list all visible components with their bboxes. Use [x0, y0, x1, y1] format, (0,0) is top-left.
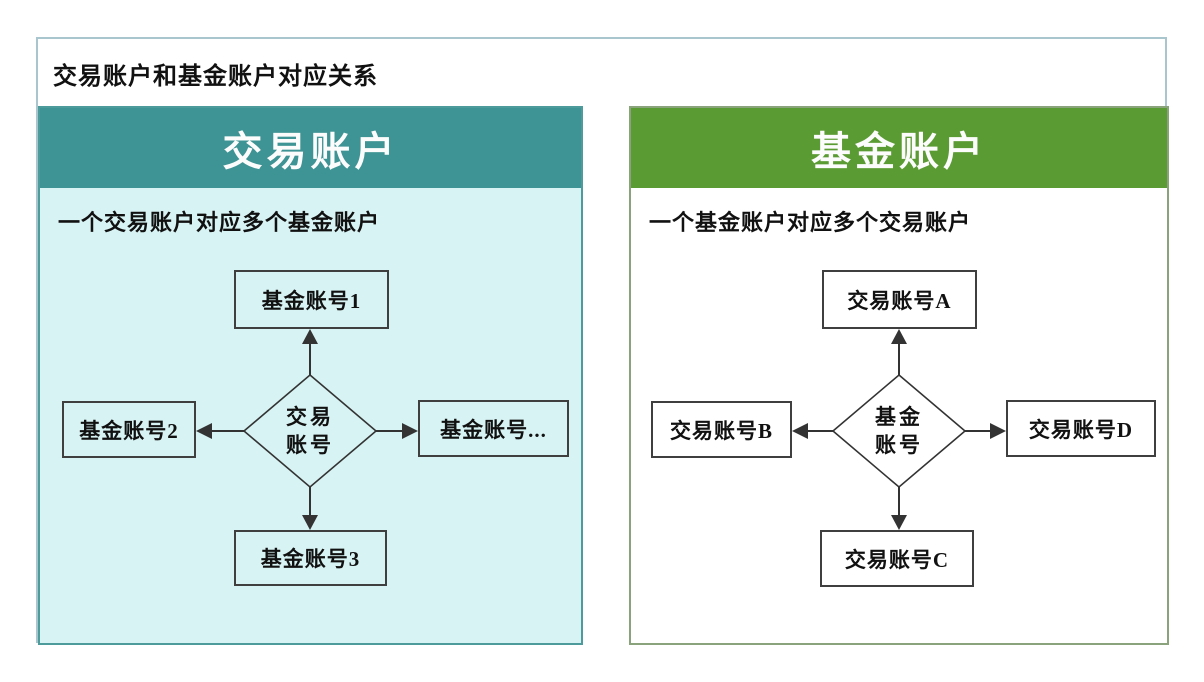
fund-panel-subtitle: 一个基金账户对应多个交易账户 — [649, 210, 972, 235]
fund-panel-header: 基金账户 — [631, 108, 1167, 188]
flow-node-fund-2: 基金账号2 — [62, 401, 196, 458]
trading-panel-title: 交易账户 — [222, 129, 399, 174]
flow-node-trade-b: 交易账号B — [651, 401, 792, 458]
panel-fund-account: 基金账户 一个基金账户对应多个交易账户 — [629, 106, 1169, 645]
flow-node-trade-c: 交易账号C — [820, 530, 974, 587]
trading-diamond-line1: 交易 — [286, 405, 334, 429]
fund-panel-title: 基金账户 — [811, 129, 987, 174]
flow-node-fund-1: 基金账号1 — [234, 270, 389, 329]
trading-panel-body: 一个交易账户对应多个基金账户 — [40, 188, 581, 643]
diagram-frame: 交易账户和基金账户对应关系 交易账户 一个交易账户对应多个基金账户 — [36, 37, 1169, 645]
trading-panel-subtitle: 一个交易账户对应多个基金账户 — [58, 210, 381, 235]
arrow-down — [891, 487, 907, 530]
flow-node-trade-a: 交易账号A — [822, 270, 977, 329]
arrow-left — [792, 423, 833, 439]
flow-node-trade-d: 交易账号D — [1006, 400, 1156, 457]
trading-diamond-line2: 账号 — [286, 433, 334, 457]
fund-diamond-line2: 账号 — [875, 433, 923, 457]
arrow-up — [302, 329, 318, 375]
fund-flowchart-connectors — [792, 329, 1006, 530]
fund-diamond-line1: 基金 — [875, 405, 923, 429]
fund-panel-body: 一个基金账户对应多个交易账户 — [631, 188, 1167, 643]
page-title: 交易账户和基金账户对应关系 — [53, 64, 378, 90]
fund-flowchart: 交易账号A 交易账号B 交易账号D 交易账号C 基金 账号 — [631, 188, 1167, 643]
flow-node-fund-3: 基金账号3 — [234, 530, 387, 586]
arrow-right — [376, 423, 418, 439]
trading-diamond-label: 交易 账号 — [286, 403, 334, 459]
trading-flowchart-connectors — [196, 329, 418, 530]
arrow-right — [965, 423, 1006, 439]
panel-trading-account: 交易账户 一个交易账户对应多个基金账户 — [38, 106, 583, 645]
trading-panel-header: 交易账户 — [40, 108, 581, 188]
arrow-up — [891, 329, 907, 375]
flow-node-fund-ellipsis: 基金账号... — [418, 400, 569, 457]
trading-flowchart: 基金账号1 基金账号2 基金账号... 基金账号3 交易 账号 — [40, 188, 581, 643]
fund-diamond-label: 基金 账号 — [875, 403, 923, 459]
arrow-left — [196, 423, 244, 439]
arrow-down — [302, 487, 318, 530]
